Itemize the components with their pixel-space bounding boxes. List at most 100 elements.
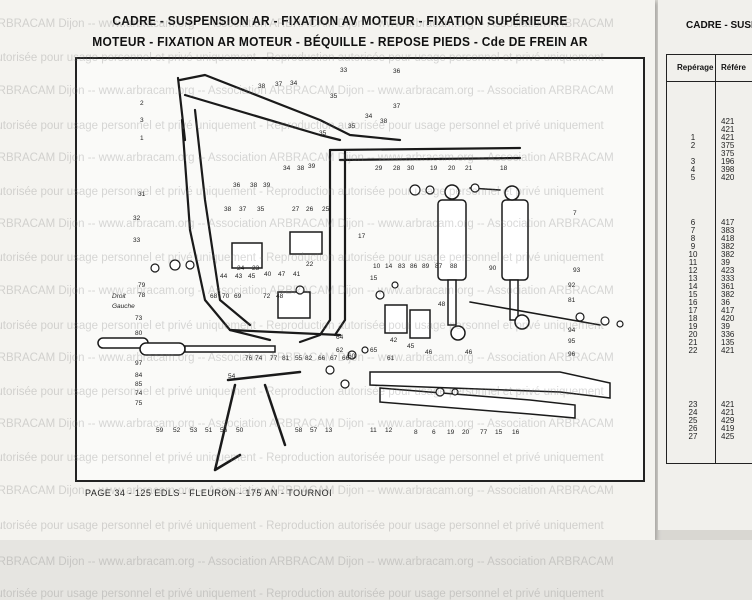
table-row-number: 7 — [690, 226, 696, 235]
callout-number: 38 — [258, 83, 266, 90]
table-row-number: 8 — [690, 234, 696, 243]
table-row-number: 9 — [690, 242, 696, 251]
callout-number: 36 — [233, 182, 241, 189]
table-row-number: 27 — [688, 432, 698, 441]
table-row-reference: 375 — [721, 149, 735, 158]
scan-bottom-strip — [0, 540, 752, 600]
callout-number: 37 — [275, 81, 283, 88]
brake-pedal-bracket — [277, 291, 311, 319]
callout-number: 15 — [370, 275, 378, 282]
right-page: CADRE - SUSPENSION Repérage Référe 42142… — [658, 0, 752, 530]
callout-number: 34 — [290, 80, 298, 87]
callout-number: 86 — [410, 263, 418, 270]
table-row-reference: 425 — [721, 432, 735, 441]
table-row-number: 26 — [688, 424, 698, 433]
table-row-reference: 420 — [721, 173, 735, 182]
callout-number: 15 — [495, 429, 503, 436]
table-row-number: 17 — [688, 306, 698, 315]
table-row-number: 3 — [690, 157, 696, 166]
table-row-number: 5 — [690, 173, 696, 182]
callout-number: 1 — [140, 135, 144, 142]
column-header-reference: Référe — [721, 63, 746, 72]
table-row-reference: 417 — [721, 306, 735, 315]
callout-number: 77 — [270, 355, 278, 362]
table-row-reference: 429 — [721, 416, 735, 425]
table-row-number: 21 — [688, 338, 698, 347]
page-title-line-2: MOTEUR - FIXATION AR MOTEUR - BÉQUILLE -… — [92, 34, 588, 49]
frame-top-tube — [178, 73, 402, 142]
table-row-reference: 382 — [721, 250, 735, 259]
callout-number: 32 — [133, 215, 141, 222]
callout-number: 74 — [255, 355, 263, 362]
page-footer: PAGE 34 - 125 EDLS - FLEURON - 175 AN - … — [85, 488, 333, 498]
table-row-number: 13 — [688, 274, 698, 283]
stand-crossbar — [226, 370, 302, 382]
frame-rear-top-rail — [328, 146, 522, 152]
callout-number: 82 — [305, 355, 313, 362]
callout-number: 95 — [568, 338, 576, 345]
frame-upper-rail — [183, 93, 342, 142]
table-row-reference: 382 — [721, 290, 735, 299]
engine-mount-plate-2 — [409, 309, 431, 339]
callout-number: 65 — [370, 347, 378, 354]
swing-arm-lower — [379, 387, 576, 419]
engine-mount-plate — [384, 304, 408, 334]
callout-number: 93 — [573, 267, 581, 274]
callout-number: 25 — [322, 206, 330, 213]
callout-number: 42 — [390, 337, 398, 344]
callout-number: 87 — [435, 263, 443, 270]
center-stand — [213, 383, 287, 472]
table-row-reference: 336 — [721, 330, 735, 339]
callout-number: 85 — [135, 381, 143, 388]
table-row-reference: 39 — [721, 258, 730, 267]
table-row-reference: 398 — [721, 165, 735, 174]
table-row-number: 10 — [688, 250, 698, 259]
left-shock-eye-top — [444, 184, 460, 200]
table-row-reference: 196 — [721, 157, 735, 166]
callout-number: 40 — [264, 271, 272, 278]
callout-number: 38 — [380, 118, 388, 125]
footrest-bar — [184, 345, 276, 353]
callout-number: 96 — [568, 351, 576, 358]
engine-bracket-left — [231, 242, 263, 269]
footrest-right — [139, 342, 186, 356]
callout-number: 44 — [220, 273, 228, 280]
callout-number: 10 — [373, 263, 381, 270]
table-row-reference: 421 — [721, 125, 735, 134]
table-row-number: 4 — [690, 165, 696, 174]
frame-seat-tube — [298, 148, 332, 344]
table-row-number: 20 — [688, 330, 698, 339]
callout-number: 8 — [414, 429, 418, 436]
callout-number: 20 — [448, 165, 456, 172]
table-row-reference: 36 — [721, 298, 730, 307]
table-row-number: 16 — [688, 298, 698, 307]
left-page: CADRE - SUSPENSION AR - FIXATION AV MOTE… — [0, 0, 655, 540]
callout-number: 66 — [342, 355, 350, 362]
callout-number: 13 — [325, 427, 333, 434]
table-row-number: 19 — [688, 322, 698, 331]
callout-number: 66 — [318, 355, 326, 362]
callout-number: 2 — [140, 100, 144, 107]
left-shock-eye-bottom — [450, 325, 466, 341]
callout-number: 47 — [278, 271, 286, 278]
callout-number: 73 — [135, 315, 143, 322]
callout-number: 57 — [310, 427, 318, 434]
callout-number: 48 — [276, 293, 284, 300]
callout-number: 80 — [135, 330, 143, 337]
callout-number: 24 — [237, 265, 245, 272]
callout-number: 18 — [500, 165, 508, 172]
label-gauche: Gauche — [112, 303, 135, 310]
callout-number: 33 — [340, 67, 348, 74]
callout-number: 88 — [450, 263, 458, 270]
callout-number: 20 — [462, 429, 470, 436]
callout-number: 89 — [422, 263, 430, 270]
callout-number: 46 — [425, 349, 433, 356]
callout-number: 39 — [263, 182, 271, 189]
callout-number: 22 — [306, 261, 314, 268]
callout-number: 16 — [512, 429, 520, 436]
callout-number: 54 — [228, 373, 236, 380]
callout-number: 14 — [385, 263, 393, 270]
table-row-number: 18 — [688, 314, 698, 323]
